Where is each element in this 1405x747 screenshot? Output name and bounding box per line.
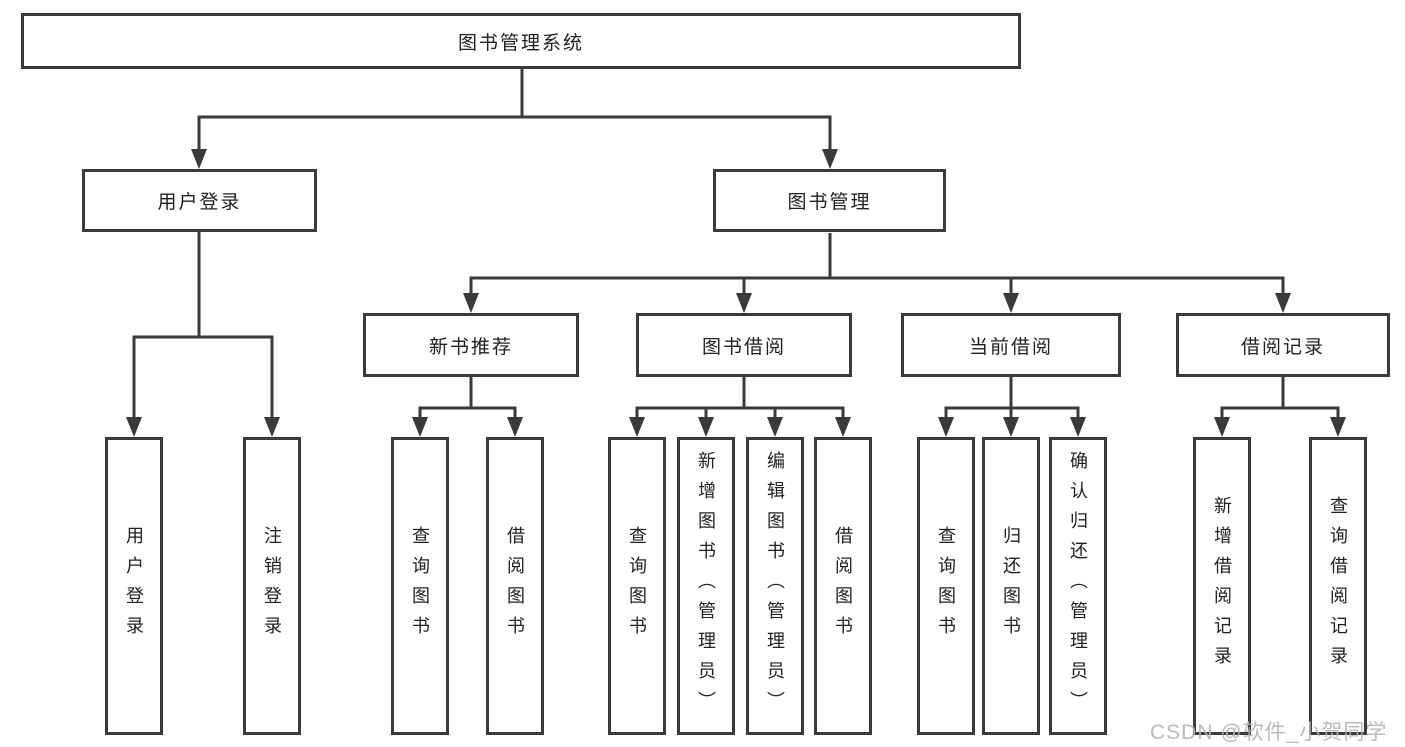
node-new-book-recommend-label: 新书推荐 [428, 336, 513, 358]
node-user-login: 用户登录 [82, 169, 317, 232]
node-book-management-label: 图书管理 [787, 192, 872, 213]
leaf-borrow-add-books-admin: 新增图书（管理员） [677, 437, 735, 735]
leaf-recommend-query-books-label: 查询图书 [410, 526, 430, 646]
leaf-current-query-books-label: 查询图书 [936, 526, 956, 646]
leaf-borrow-borrow-books-label: 借阅图书 [833, 526, 853, 646]
node-new-book-recommend: 新书推荐 [363, 313, 579, 377]
leaf-logout: 注销登录 [243, 437, 301, 735]
leaf-borrow-add-books-admin-label: 新增图书（管理员） [696, 451, 716, 721]
leaf-current-query-books: 查询图书 [917, 437, 975, 735]
node-book-borrowing: 图书借阅 [636, 313, 852, 377]
leaf-borrow-borrow-books: 借阅图书 [814, 437, 872, 735]
leaf-recommend-borrow-books-label: 借阅图书 [505, 526, 525, 646]
node-current-borrowing: 当前借阅 [901, 313, 1121, 377]
leaf-user-login: 用户登录 [105, 437, 163, 735]
leaf-logout-label: 注销登录 [262, 526, 282, 646]
leaf-borrow-edit-books-admin-label: 编辑图书（管理员） [765, 451, 785, 721]
leaf-current-return-books-label: 归还图书 [1001, 526, 1021, 646]
node-book-management: 图书管理 [713, 169, 946, 232]
node-borrowing-records: 借阅记录 [1176, 313, 1390, 377]
node-library-system-label: 图书管理系统 [457, 32, 584, 54]
leaf-recommend-query-books: 查询图书 [391, 437, 449, 735]
leaf-current-return-books: 归还图书 [982, 437, 1040, 735]
leaf-records-add-record: 新增借阅记录 [1193, 437, 1251, 735]
node-library-system: 图书管理系统 [21, 13, 1021, 69]
leaf-records-query-record-label: 查询借阅记录 [1328, 496, 1348, 676]
leaf-borrow-edit-books-admin: 编辑图书（管理员） [746, 437, 804, 735]
leaf-user-login-label: 用户登录 [124, 526, 144, 646]
leaf-records-query-record: 查询借阅记录 [1309, 437, 1367, 735]
node-book-borrowing-label: 图书借阅 [701, 336, 786, 358]
csdn-watermark: CSDN @软件_小贺同学 [1150, 721, 1388, 744]
leaf-recommend-borrow-books: 借阅图书 [486, 437, 544, 735]
leaf-current-confirm-return-admin: 确认归还（管理员） [1049, 437, 1107, 735]
node-current-borrowing-label: 当前借阅 [968, 336, 1053, 358]
leaf-borrow-query-books: 查询图书 [608, 437, 666, 735]
node-user-login-label: 用户登录 [157, 192, 242, 213]
leaf-borrow-query-books-label: 查询图书 [627, 526, 647, 646]
node-borrowing-records-label: 借阅记录 [1240, 336, 1325, 358]
leaf-records-add-record-label: 新增借阅记录 [1212, 496, 1232, 676]
leaf-current-confirm-return-admin-label: 确认归还（管理员） [1068, 451, 1088, 721]
